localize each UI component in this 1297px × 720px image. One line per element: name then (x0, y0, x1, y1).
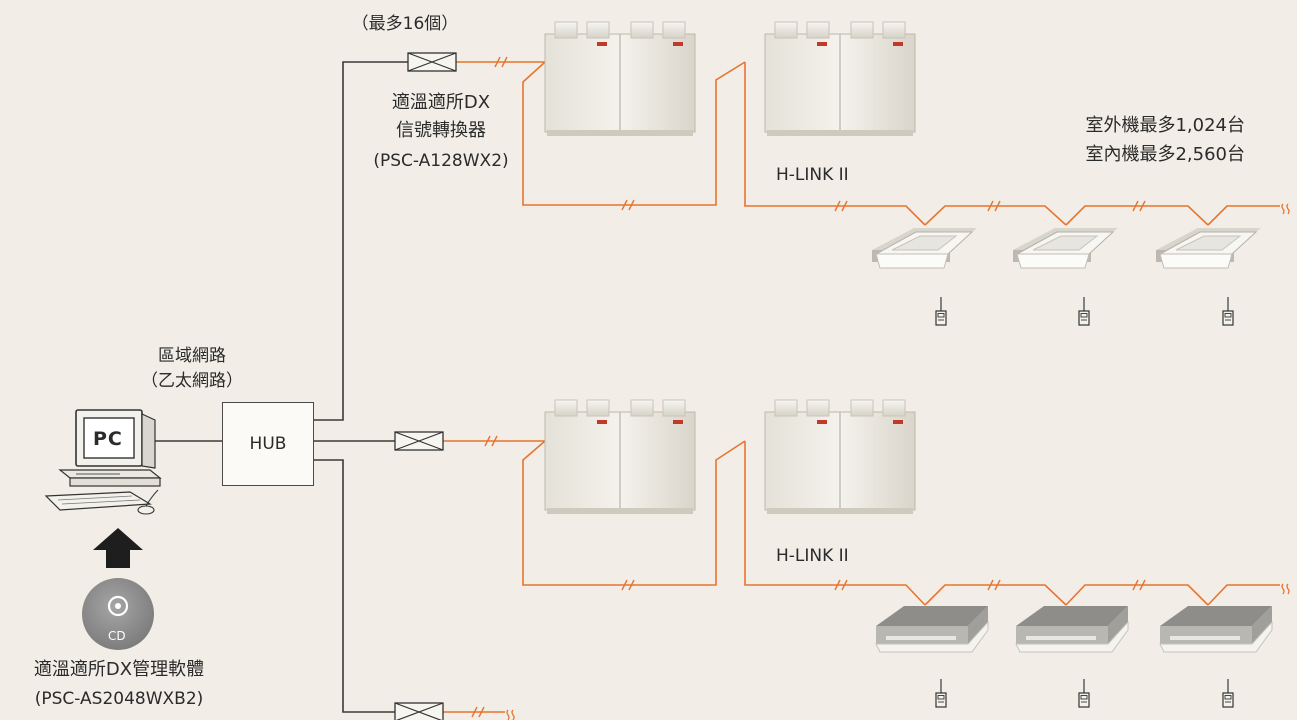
lan-label-line2: （乙太網路） (141, 371, 243, 391)
continuation-icon (1281, 203, 1290, 215)
mid-hlink-bus-line (744, 441, 926, 606)
mid-bus-segment-4 (1207, 584, 1280, 606)
hub-label: HUB (249, 434, 287, 454)
continuation-icon (506, 709, 515, 720)
top-bus-segment-4 (1207, 205, 1280, 226)
mid-bus-segment-2 (924, 584, 1067, 606)
hub-to-bottom-converter-line (314, 459, 395, 713)
up-arrow-icon (93, 528, 143, 568)
top-outdoor-link-line (522, 61, 746, 206)
network-lines (150, 61, 408, 713)
hlink-label-bottom: H-LINK II (776, 546, 849, 566)
indoor-unit-2way-1 (875, 605, 989, 653)
indoor-unit-2way-2 (1015, 605, 1129, 653)
capacity-outdoor: 室外機最多1,024台 (1085, 115, 1245, 136)
lan-label-line1: 區域網路 (158, 346, 226, 366)
top-hlink-bus-line (744, 62, 926, 226)
top-bus-segment-2 (924, 205, 1067, 226)
cd-label: CD (108, 629, 126, 643)
mid-bus-segment-3 (1065, 584, 1209, 606)
converter-model: (PSC-A128WX2) (373, 151, 509, 171)
outdoor-unit-top-2 (764, 21, 916, 137)
indoor-unit-4way-1 (871, 227, 978, 269)
remote-controller-icon (935, 678, 947, 708)
outdoor-unit-top-1 (544, 21, 696, 137)
top-bus-segment-3 (1065, 205, 1209, 226)
hub-to-top-converter-line (314, 61, 408, 421)
outdoor-unit-mid-1 (544, 399, 696, 515)
hub-box: HUB (222, 402, 314, 486)
remote-controller-icon (1222, 678, 1234, 708)
continuation-icon (1281, 583, 1290, 595)
top-converter-icon (407, 52, 457, 72)
indoor-unit-4way-3 (1155, 227, 1262, 269)
signal-lines (443, 61, 1280, 713)
indoor-unit-4way-2 (1012, 227, 1119, 269)
pc-icon (44, 409, 162, 515)
remote-controller-icon (935, 296, 947, 326)
remote-controller-icon (1078, 296, 1090, 326)
remote-controller-icon (1222, 296, 1234, 326)
cd-icon (82, 578, 154, 650)
capacity-indoor: 室內機最多2,560台 (1085, 144, 1245, 165)
bottom-converter-icon (394, 702, 444, 720)
software-model: (PSC-AS2048WXB2) (34, 689, 204, 709)
converter-name-line1: 適溫適所DX (391, 92, 491, 113)
remote-controller-icon (1078, 678, 1090, 708)
converter-name-line2: 信號轉換器 (396, 120, 486, 141)
hlink-label-top: H-LINK II (776, 165, 849, 185)
max-converters-label: （最多16個） (351, 14, 459, 34)
software-name: 適溫適所DX管理軟體 (33, 659, 205, 680)
middle-converter-icon (394, 431, 444, 451)
indoor-unit-2way-3 (1159, 605, 1273, 653)
mid-outdoor-link-line (522, 440, 746, 586)
pc-label: PC (93, 428, 123, 450)
outdoor-unit-mid-2 (764, 399, 916, 515)
